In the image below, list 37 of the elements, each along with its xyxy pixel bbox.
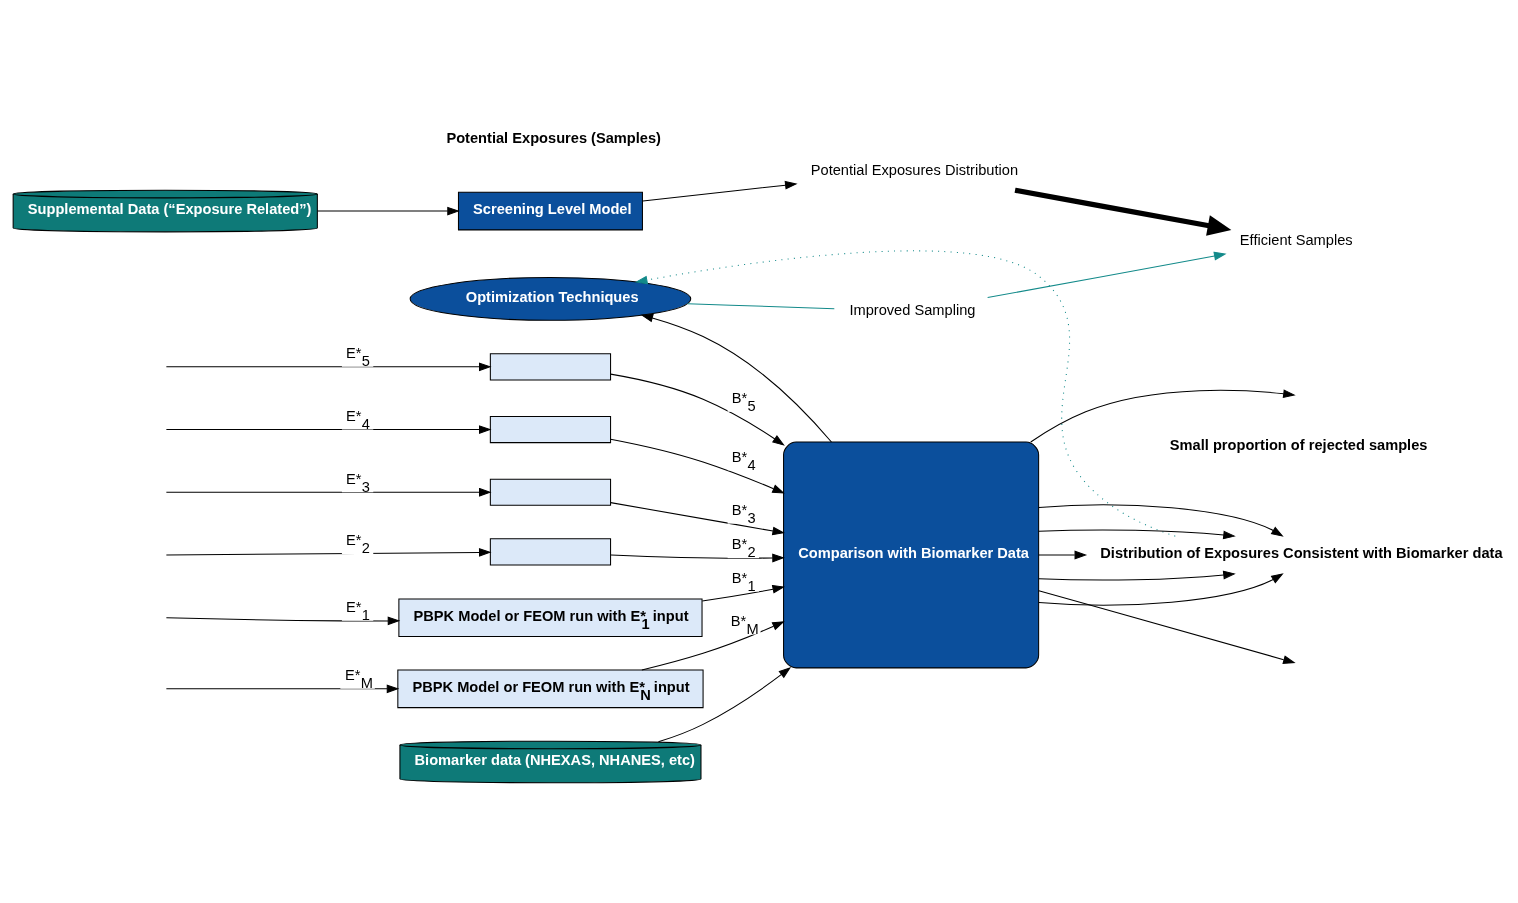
node-box: Screening Level Model (457, 191, 643, 230)
arrow (316, 206, 460, 215)
node-text: Improved Sampling (849, 301, 976, 318)
arrow (165, 487, 492, 497)
arrow (1038, 572, 1284, 606)
arrow (610, 438, 785, 494)
arrow (987, 251, 1227, 298)
node-text: Potential Exposures Distribution (810, 161, 1019, 178)
arrow (657, 666, 792, 742)
label: Potential Exposures (Samples) (446, 129, 662, 146)
arrow (1038, 503, 1284, 537)
arrow (610, 373, 785, 446)
node-text: Distribution of Exposures Consistent with Biomarker data (1100, 544, 1503, 561)
arrow (1038, 528, 1236, 539)
arrow (1038, 589, 1296, 664)
arrow (1038, 550, 1088, 559)
arrow (634, 249, 1176, 537)
arrow (165, 424, 492, 434)
arrow (165, 547, 492, 557)
node-text: Efficient Samples (1239, 231, 1353, 248)
arrow (1030, 388, 1296, 442)
node-box: Comparison with Biomarker Data (783, 441, 1040, 668)
arrow (1014, 187, 1232, 236)
arrow (641, 620, 785, 670)
arrow (640, 313, 832, 442)
arrow (610, 553, 785, 562)
arrow (642, 180, 798, 201)
arrow (1038, 570, 1236, 581)
node-box (489, 537, 612, 565)
arrow (701, 584, 785, 601)
node-box (489, 352, 612, 380)
node-box (489, 415, 612, 443)
arrow (165, 361, 492, 371)
arrow (165, 616, 401, 625)
label: Small proportion of rejected samples (1169, 436, 1428, 453)
node-box (489, 478, 612, 506)
connector (687, 302, 835, 309)
